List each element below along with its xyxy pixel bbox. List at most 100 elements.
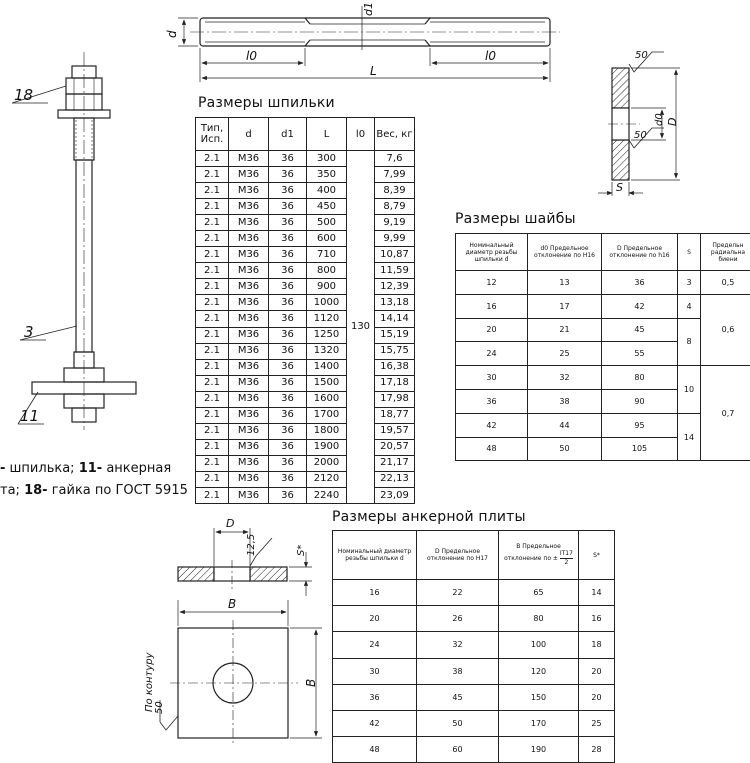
plate-cell: 50 xyxy=(417,710,499,736)
stud-cell: 1250 xyxy=(307,327,347,343)
stud-cell: 1600 xyxy=(307,391,347,407)
plate-cell: 20 xyxy=(579,684,615,710)
stud-weight-cell: 8,39 xyxy=(375,183,415,199)
stud-l0-right-label: l0 xyxy=(485,49,496,63)
stud-cell: M36 xyxy=(229,407,269,423)
plate-D-label: D xyxy=(226,517,234,530)
stud-weight-cell: 8,79 xyxy=(375,199,415,215)
plate-cell: 30 xyxy=(333,658,417,684)
stud-weight-cell: 7,6 xyxy=(375,151,415,167)
stud-cell: M36 xyxy=(229,247,269,263)
washer-cell: 32 xyxy=(528,366,602,390)
stud-cell: M36 xyxy=(229,279,269,295)
stud-weight-cell: 17,18 xyxy=(375,375,415,391)
washer-runout-cell: 0,7 xyxy=(701,366,750,461)
stud-cell: M36 xyxy=(229,487,269,503)
plate-cell: 20 xyxy=(333,606,417,632)
stud-cell: 2.1 xyxy=(196,247,229,263)
stud-table-header: Тип, Исп. d d1 L l0 Вес, кг xyxy=(196,118,415,151)
washer-s-cell: 3 xyxy=(678,271,701,295)
washer-table-header: Номинальный диаметр резьбы шпильки d d0 … xyxy=(456,234,750,271)
stud-l0-left-label: l0 xyxy=(246,49,257,63)
stud-cell: M36 xyxy=(229,423,269,439)
plate-table-header: Номинальный диаметр резьбы шпильки d D П… xyxy=(333,531,615,580)
plate-cell: 16 xyxy=(333,580,417,606)
plate-cell: 36 xyxy=(333,684,417,710)
stud-cell: 2.1 xyxy=(196,471,229,487)
plate-header-B-prefix: отклонение по ± xyxy=(504,555,558,562)
plate-B-top-label: B xyxy=(228,597,236,611)
caption-text: гайка по ГОСТ 5915 xyxy=(48,483,188,498)
stud-cell: 36 xyxy=(269,199,307,215)
plate-table: Номинальный диаметр резьбы шпильки d D П… xyxy=(332,530,615,763)
stud-weight-cell: 9,19 xyxy=(375,215,415,231)
washer-s-cell: 4 xyxy=(678,294,701,318)
stud-cell: M36 xyxy=(229,439,269,455)
stud-cell: 2.1 xyxy=(196,311,229,327)
stud-l0-cell: 130 xyxy=(347,151,375,504)
stud-weight-cell: 22,13 xyxy=(375,471,415,487)
washer-s-cell: 10 xyxy=(678,366,701,414)
washer-cell: 30 xyxy=(456,366,528,390)
stud-weight-cell: 20,57 xyxy=(375,439,415,455)
assembly-3-label: 3 xyxy=(24,323,34,341)
stud-cell: 36 xyxy=(269,487,307,503)
stud-cell: 36 xyxy=(269,263,307,279)
plate-header-B-top: B Предельное xyxy=(516,543,561,550)
stud-cell: 2.1 xyxy=(196,407,229,423)
stud-header-l0: l0 xyxy=(347,118,375,151)
washer-header-S: S xyxy=(678,234,701,271)
stud-cell: 36 xyxy=(269,151,307,167)
washer-cell: 55 xyxy=(602,342,678,366)
stud-cell: M36 xyxy=(229,183,269,199)
stud-cell: 2.1 xyxy=(196,263,229,279)
washer-50-bottom-label: 50 xyxy=(634,130,647,141)
stud-weight-cell: 16,38 xyxy=(375,359,415,375)
stud-cell: 2000 xyxy=(307,455,347,471)
washer-cell: 24 xyxy=(456,342,528,366)
stud-cell: 2240 xyxy=(307,487,347,503)
plate-cell: 20 xyxy=(579,658,615,684)
stud-cell: M36 xyxy=(229,471,269,487)
figure-caption: - шпилька; 11- анкерная та; 18- гайка по… xyxy=(0,458,188,502)
stud-header-L: L xyxy=(307,118,347,151)
assembly-11-label: 11 xyxy=(20,407,39,425)
plate-drawing xyxy=(160,528,322,746)
stud-cell: 36 xyxy=(269,375,307,391)
plate-12-5-label: 12,5 xyxy=(246,534,257,556)
plate-cell: 42 xyxy=(333,710,417,736)
washer-S-label: S xyxy=(616,181,623,194)
stud-header-weight: Вес, кг xyxy=(375,118,415,151)
stud-cell: 36 xyxy=(269,247,307,263)
stud-cell: 2.1 xyxy=(196,151,229,167)
stud-weight-cell: 19,57 xyxy=(375,423,415,439)
stud-cell: 2.1 xyxy=(196,279,229,295)
stud-cell: 2.1 xyxy=(196,199,229,215)
stud-cell: 36 xyxy=(269,183,307,199)
table-row: 16 17 42 4 0,6 xyxy=(456,294,750,318)
stud-cell: 36 xyxy=(269,295,307,311)
plate-header-B: B Предельное отклонение по ± IT17 2 xyxy=(499,531,579,580)
washer-cell: 20 xyxy=(456,318,528,342)
stud-cell: 300 xyxy=(307,151,347,167)
washer-cell: 42 xyxy=(602,294,678,318)
stud-cell: 350 xyxy=(307,167,347,183)
stud-cell: 36 xyxy=(269,359,307,375)
stud-weight-cell: 15,19 xyxy=(375,327,415,343)
stud-cell: M36 xyxy=(229,295,269,311)
stud-weight-cell: 11,59 xyxy=(375,263,415,279)
stud-weight-cell: 13,18 xyxy=(375,295,415,311)
plate-header-D: D Предельное отклонение по H17 xyxy=(417,531,499,580)
plate-cell: 38 xyxy=(417,658,499,684)
